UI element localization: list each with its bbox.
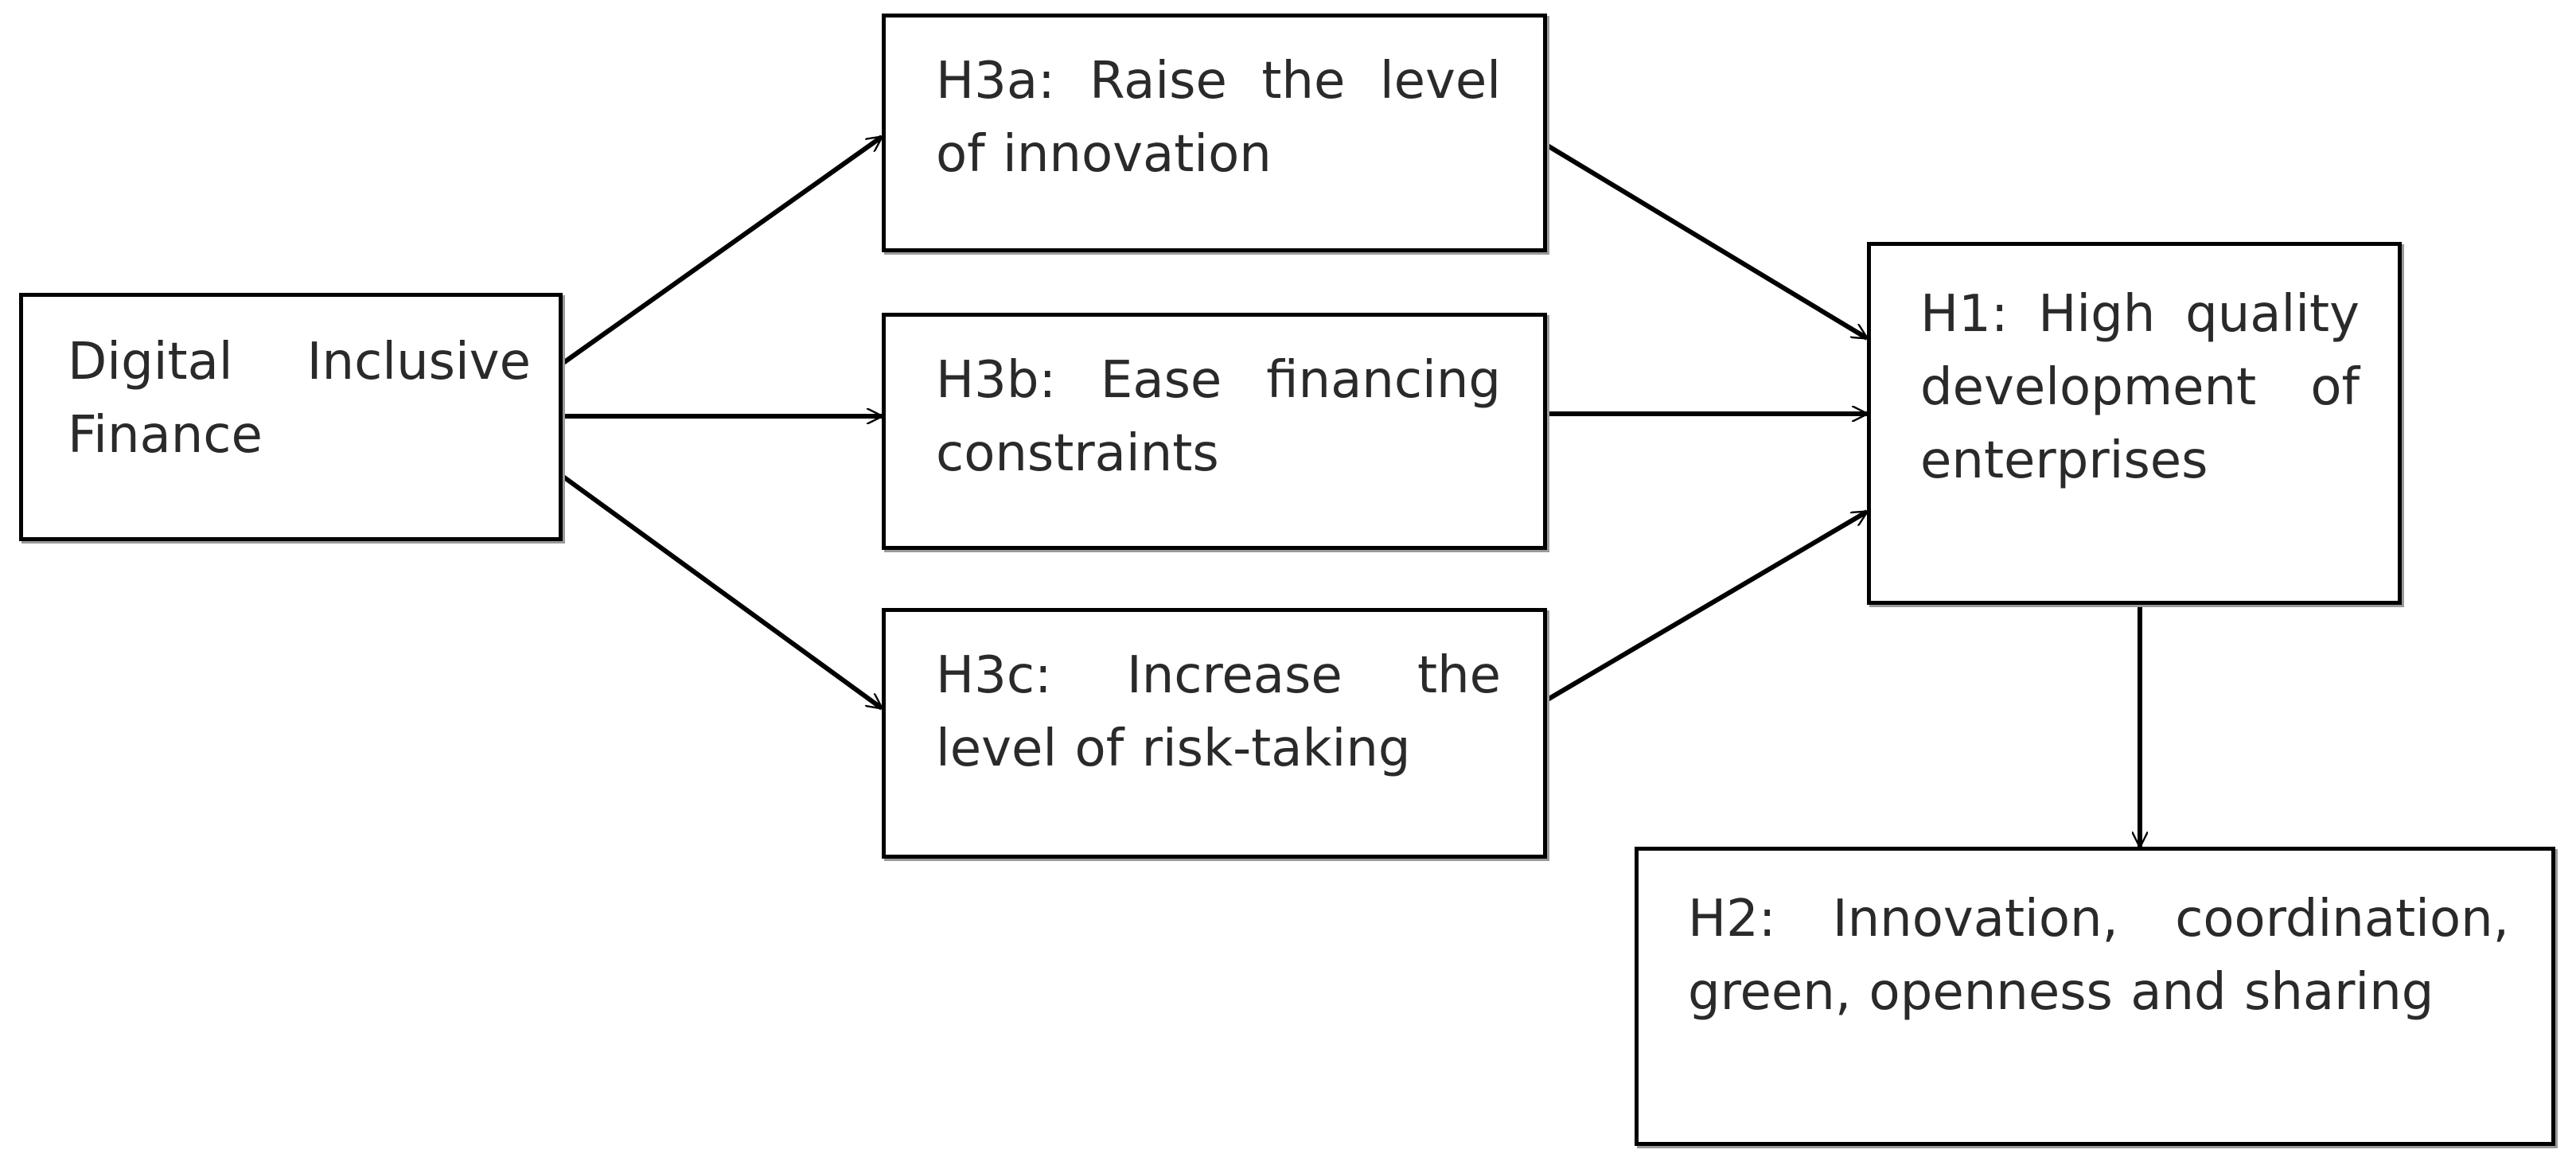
edge-dif-to-h3a: [559, 134, 882, 367]
node-h1-label: H1: High quality development of enterpri…: [1920, 285, 2360, 490]
edge-h3c-to-h1: [1545, 509, 1867, 703]
node-h3b: H3b: Ease financing constraints: [882, 313, 1547, 550]
node-h2: H2: Innovation, coordination, green, ope…: [1635, 847, 2555, 1146]
node-h3a: H3a: Raise the level of innovation: [882, 14, 1547, 252]
node-digital-inclusive-finance-label: Digital Inclusive Finance: [68, 333, 531, 465]
node-h3c: H3c: Increase the level of risk-taking: [882, 608, 1547, 859]
edge-h3a-to-h1: [1545, 142, 1867, 341]
node-h3a-label: H3a: Raise the level of innovation: [936, 52, 1501, 184]
node-h2-label: H2: Innovation, coordination, green, ope…: [1688, 890, 2509, 1022]
node-h3c-label: H3c: Increase the level of risk-taking: [936, 646, 1501, 778]
node-h3b-label: H3b: Ease financing constraints: [936, 351, 1501, 483]
node-h1: H1: High quality development of enterpri…: [1867, 242, 2402, 605]
edge-dif-to-h3c: [559, 473, 882, 711]
node-digital-inclusive-finance: Digital Inclusive Finance: [19, 293, 563, 541]
